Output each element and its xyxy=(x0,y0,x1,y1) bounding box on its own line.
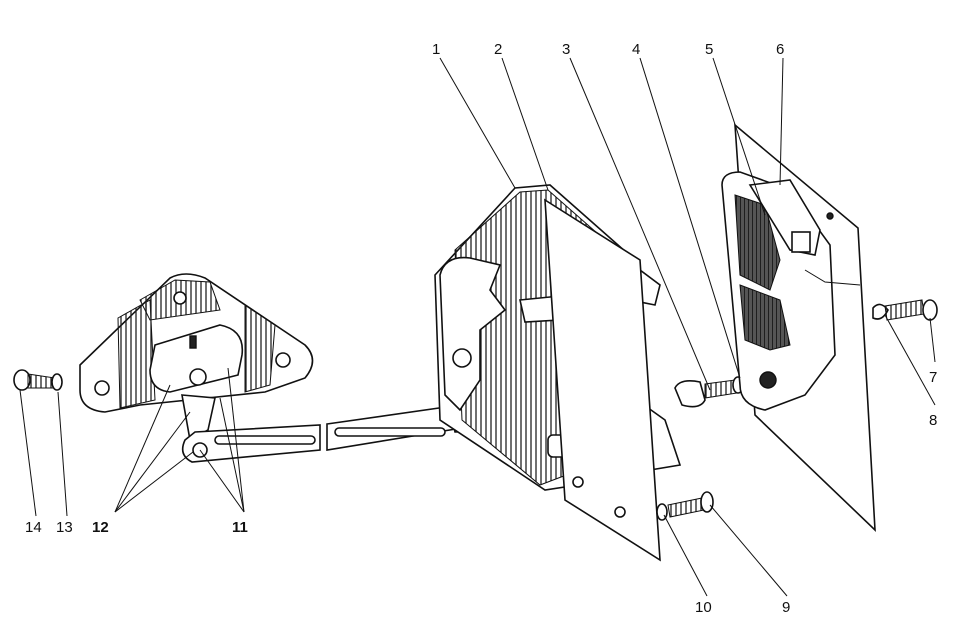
callout-3: 3 xyxy=(562,41,570,58)
housing-screw-13 xyxy=(13,369,63,391)
callout-11: 11 xyxy=(232,519,248,536)
callout-4: 4 xyxy=(632,41,640,58)
connecting-rod xyxy=(181,404,473,463)
callout-14: 14 xyxy=(25,519,42,536)
lock-screw-9 xyxy=(656,491,714,521)
callout-labels: 1 2 3 4 5 6 7 8 9 10 11 12 13 14 xyxy=(25,41,937,616)
leader-lines xyxy=(19,57,936,597)
lock-face-plate xyxy=(544,198,661,562)
callout-10: 10 xyxy=(695,599,712,616)
striker-screw-8 xyxy=(872,299,938,321)
remote-control-housing xyxy=(79,273,314,442)
striker-plate xyxy=(721,123,876,532)
callout-9: 9 xyxy=(782,599,790,616)
callout-1: 1 xyxy=(432,41,440,58)
callout-2: 2 xyxy=(494,41,502,58)
callout-7: 7 xyxy=(929,369,937,386)
callout-12: 12 xyxy=(92,519,109,536)
callout-6: 6 xyxy=(776,41,784,58)
callout-5: 5 xyxy=(705,41,713,58)
callout-8: 8 xyxy=(929,412,937,429)
callout-13: 13 xyxy=(56,519,73,536)
lock-screw-3 xyxy=(674,376,744,408)
